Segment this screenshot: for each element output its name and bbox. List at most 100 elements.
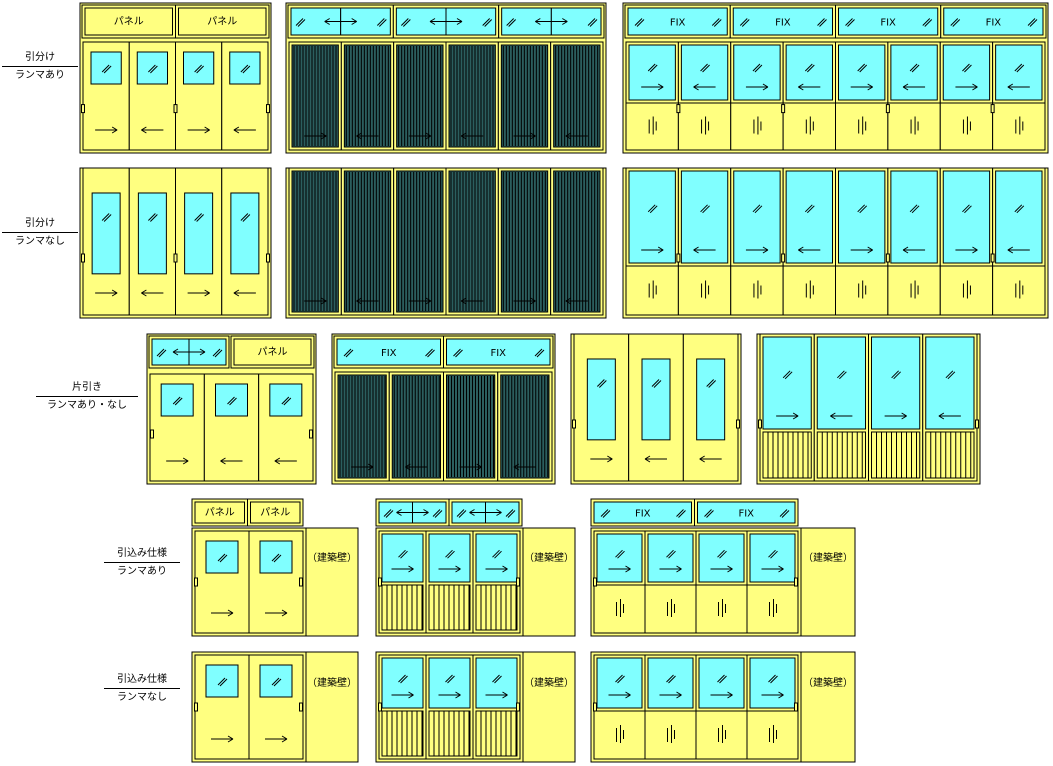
glass-mark (240, 213, 249, 221)
slide-arrow-icon (459, 463, 482, 471)
arrow-head (565, 297, 572, 305)
slide-arrow-icon (850, 246, 873, 254)
glass-mark (634, 18, 643, 26)
door-leaf (497, 167, 552, 316)
glass-mark (859, 205, 868, 214)
slide-arrow-icon (513, 463, 536, 471)
door-leaf (378, 654, 427, 760)
arrow-head (425, 132, 432, 140)
transom-panel-inner (233, 338, 312, 366)
slide-arrow-icon (1007, 246, 1030, 254)
leaf-glass (647, 657, 694, 709)
door-leaf (445, 167, 499, 316)
transom-fix-glass (593, 501, 692, 524)
glass-mark (600, 509, 609, 517)
transom (148, 335, 230, 369)
glass-mark (617, 550, 625, 559)
door-leaf (887, 167, 941, 316)
lattice-slats (448, 170, 496, 313)
leaf-glass (628, 44, 676, 101)
glass-mark (103, 214, 112, 222)
arrow-head (867, 246, 873, 254)
glass-mark (172, 396, 181, 405)
slide-arrow-icon (233, 289, 256, 297)
glass-mark (271, 677, 280, 686)
glass-mark (398, 674, 406, 683)
lattice-slats (553, 170, 601, 313)
slat-panel (925, 431, 975, 479)
door-leaf (628, 333, 684, 482)
door-leaf (625, 167, 679, 316)
slide-arrow-icon (761, 691, 784, 699)
building-wall-label: （建築壁） (803, 676, 853, 689)
glass-mark (713, 19, 722, 27)
glass-mark (770, 675, 778, 684)
leaf-window (230, 192, 260, 275)
leaf-glass (733, 170, 781, 264)
slide-arrow-icon (590, 455, 613, 463)
glass-mark (148, 213, 156, 221)
leaf-glass (838, 170, 886, 264)
glass-mark (704, 509, 712, 517)
arrow-head (676, 565, 682, 573)
transom-fix-label: FIX (381, 348, 397, 359)
row-label-1: 引分け ランマあり (2, 50, 78, 84)
glass-mark (492, 549, 500, 558)
door-leaf (128, 41, 176, 151)
slide-arrow-icon (644, 455, 667, 463)
arrow-head (408, 565, 414, 573)
row-label-5-line1: 引込み仕様 (117, 674, 167, 685)
wood-slats (381, 584, 424, 631)
slide-arrow-icon (211, 735, 234, 743)
slide-arrow-icon (850, 83, 873, 91)
glass-mark (779, 509, 788, 517)
slide-arrow-icon (438, 691, 461, 699)
arrow-head (798, 83, 804, 91)
r3-mixed-transom-doors: パネル (146, 333, 317, 485)
glass-mark (297, 19, 306, 27)
arrow-head (425, 297, 432, 305)
door-handle (885, 253, 890, 263)
glass-mark (909, 204, 918, 213)
slide-arrow-icon (141, 126, 164, 134)
glass-mark (400, 675, 408, 684)
transom-panel-inner (250, 501, 301, 524)
lattice-slats (396, 44, 444, 148)
door-leaf (425, 654, 474, 760)
lattice-slats (337, 374, 387, 479)
door-leaf (550, 167, 604, 316)
slide-arrow-icon (693, 246, 716, 254)
glass-mark (536, 349, 545, 358)
wood-slats (871, 431, 921, 479)
lattice-slats (291, 44, 339, 148)
r4-slide-transom-pocket-doors: （建築壁） (375, 498, 576, 637)
transom-panel-inner (84, 7, 173, 36)
glass-mark (434, 510, 443, 518)
transom-fix-glass (627, 7, 728, 36)
row-label-3-line2: ランマあり・なし (36, 396, 138, 414)
row-label-2: 引分け ランマなし (2, 216, 78, 250)
transom-fix-glass (838, 7, 939, 36)
glass-mark (103, 65, 112, 74)
leaf-window (137, 192, 167, 275)
door-leaf (593, 654, 646, 760)
row-label-3: 片引き ランマあり・なし (36, 380, 138, 414)
glass-mark (445, 549, 453, 558)
door-leaf (82, 167, 130, 316)
row-label-4-line2: ランマあり (104, 562, 180, 580)
arrow-head (727, 691, 733, 699)
wood-slats (762, 431, 812, 479)
wood-slats (925, 431, 975, 479)
leaf-glass (749, 533, 796, 583)
leaf-window (269, 383, 303, 417)
glass-mark (455, 349, 463, 358)
arrow-head (778, 565, 784, 573)
door-leaf (175, 41, 223, 151)
glass-mark (271, 553, 280, 562)
slide-arrow-icon (513, 297, 536, 305)
leaf-glass (428, 657, 471, 709)
slide-arrow-icon (565, 297, 588, 305)
glass-mark (229, 397, 237, 406)
